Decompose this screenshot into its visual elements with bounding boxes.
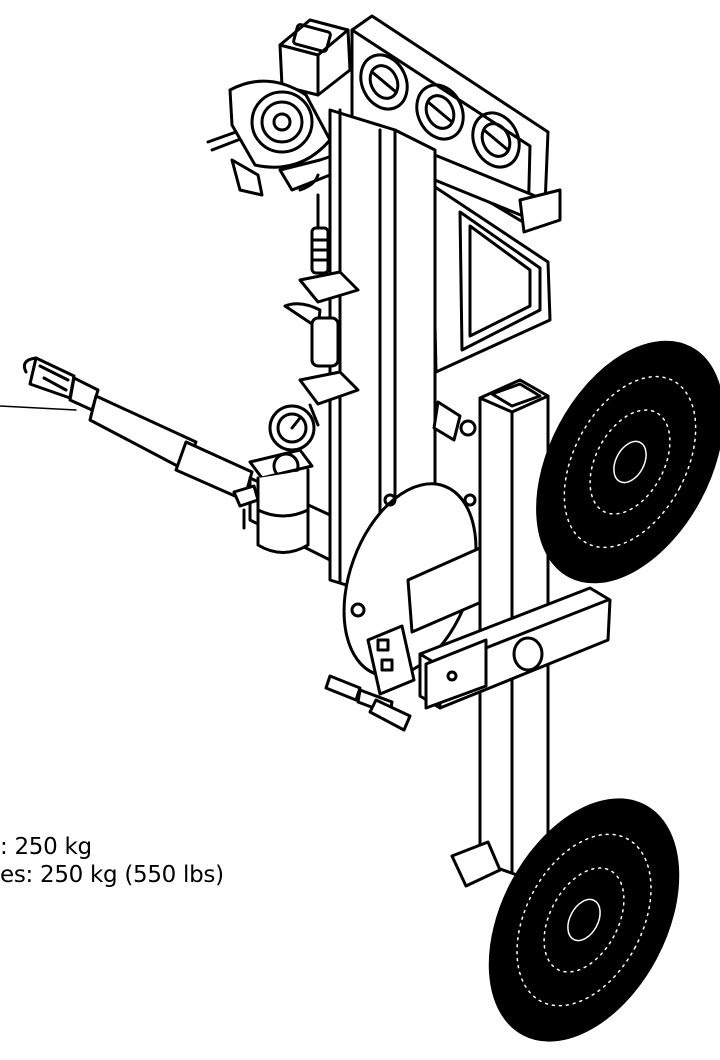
rotation-disc bbox=[342, 482, 488, 678]
switch-block bbox=[324, 624, 416, 732]
capacity-spec-line-2: es: 250 kg (550 lbs) bbox=[0, 862, 224, 888]
filter bbox=[232, 448, 314, 554]
hose-fittings bbox=[268, 193, 360, 452]
suction-pad-upper bbox=[536, 340, 720, 584]
leader-line bbox=[0, 405, 77, 411]
suction-pad-lower bbox=[450, 798, 680, 1042]
crossbar-tube bbox=[418, 586, 612, 710]
post-knob bbox=[432, 400, 477, 442]
capacity-spec-line-1: : 250 kg bbox=[0, 834, 92, 860]
